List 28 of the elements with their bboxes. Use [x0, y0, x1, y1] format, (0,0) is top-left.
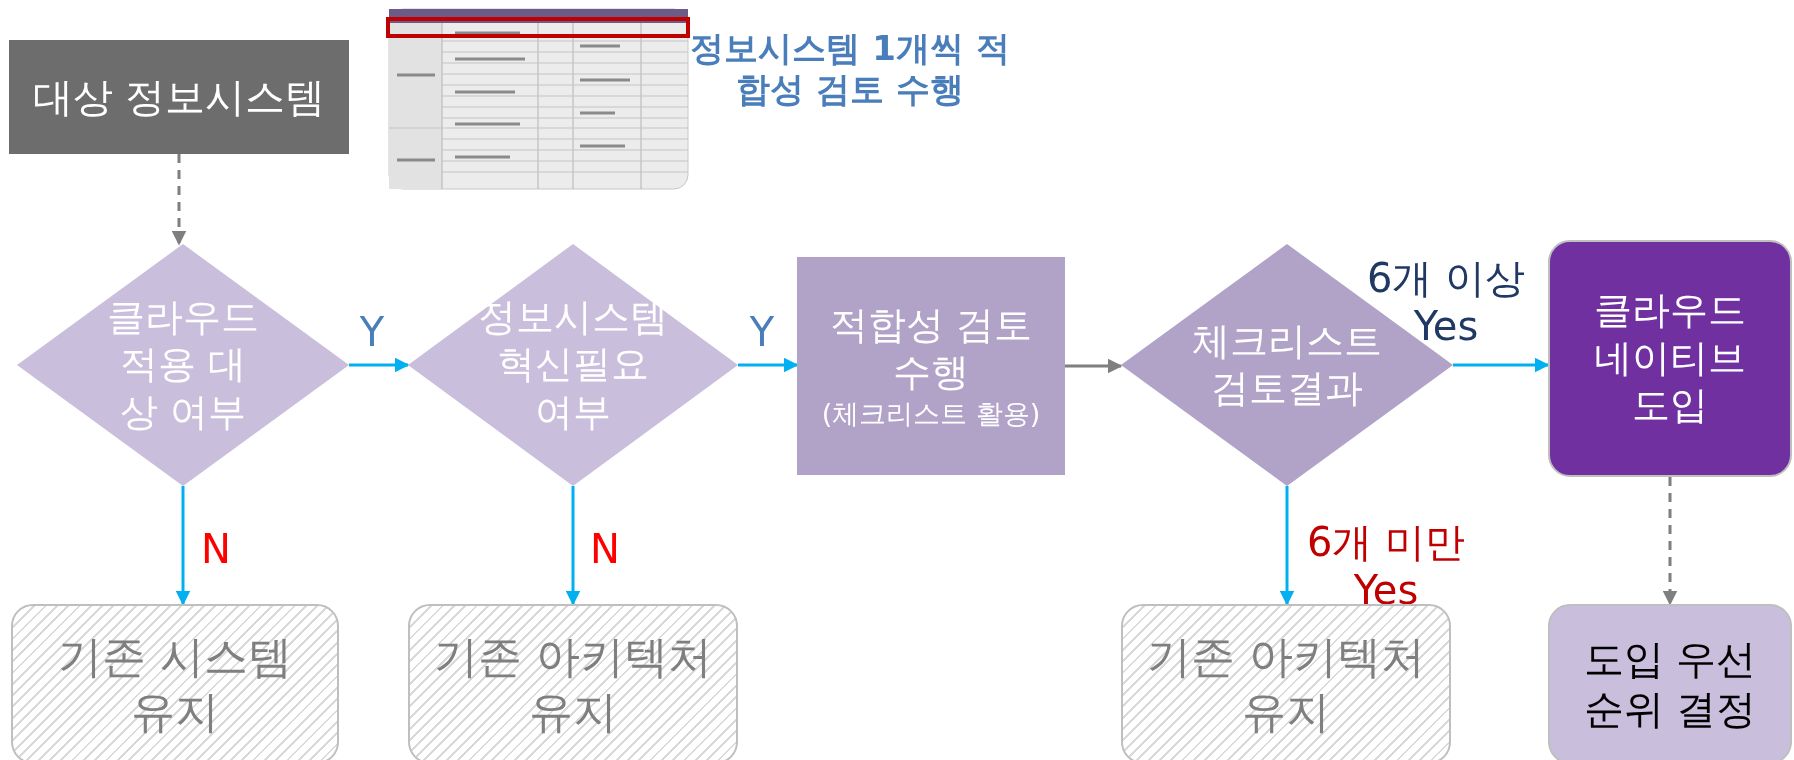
arrow — [738, 357, 799, 373]
process-box — [9, 40, 349, 154]
process-box — [1548, 604, 1792, 760]
decision-diamond — [408, 244, 738, 486]
arrow — [1453, 357, 1550, 373]
node-text: 대상 정보시스템 — [31, 73, 327, 122]
result-box — [408, 604, 738, 760]
result-box — [1121, 604, 1451, 760]
arrow — [1662, 477, 1678, 606]
node-text: 기존 아키텍처 유지 — [433, 630, 713, 739]
node-text: 도입 우선 순위 결정 — [1582, 635, 1758, 734]
process-box — [1548, 240, 1792, 477]
arrow — [1065, 358, 1123, 374]
node-note: (체크리스트 활용) — [821, 396, 1041, 431]
node-text: 정보시스템 혁신필요 여부 — [478, 293, 668, 436]
process-box — [797, 257, 1065, 475]
node-text: 적합성 검토 수행 — [828, 301, 1034, 397]
arrow — [175, 486, 191, 606]
node-text: 클라우드 네이티브 도입 — [1593, 287, 1747, 430]
node-text: 클라우드 적용 대상 여부 — [106, 293, 260, 436]
result-box — [11, 604, 339, 760]
arrow — [1279, 486, 1295, 606]
node-text: 기존 아키텍처 유지 — [1146, 630, 1426, 739]
arrow — [171, 154, 187, 246]
arrow — [565, 486, 581, 606]
node-text: 기존 시스템 유지 — [57, 630, 293, 739]
decision-diamond — [17, 244, 349, 486]
arrow — [349, 357, 410, 373]
